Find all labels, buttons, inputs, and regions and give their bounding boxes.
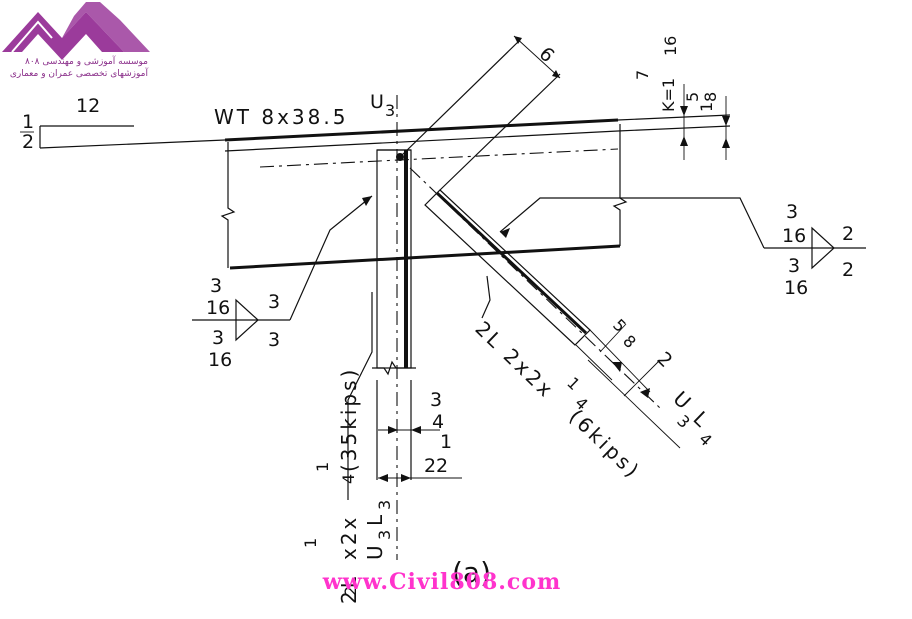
right-weld-top-den: 16	[782, 225, 806, 247]
right-weld-top-len: 2	[842, 223, 854, 245]
diag-edge-den: 8	[619, 331, 640, 352]
vertical-q-den: 4	[339, 474, 358, 484]
u3l4-label: U	[669, 386, 698, 416]
right-weld-bot-num: 3	[788, 255, 800, 277]
vert-edge-den: 4	[432, 411, 444, 433]
diag-two: 2	[653, 348, 677, 372]
vertical-q-num: 1	[313, 462, 332, 472]
vertical-frac-den: 2	[341, 586, 360, 596]
k-value-label: K=1	[659, 78, 678, 112]
slope-run: 2	[22, 131, 34, 153]
right-weld-bot-den: 16	[784, 277, 808, 299]
left-weld-top-num: 3	[210, 275, 222, 297]
vertical-member	[372, 95, 416, 560]
chord-member-label: WT 8x38.5	[214, 105, 348, 129]
u3l3-L: L	[363, 512, 387, 526]
right-weld-top-num: 3	[786, 201, 798, 223]
slope-indicator: 1 2 12	[20, 95, 134, 153]
left-weld-top-den: 16	[206, 297, 230, 319]
right-weld-bot-len: 2	[842, 259, 854, 281]
u3-sub: 3	[385, 101, 395, 120]
u3-label: U	[370, 91, 384, 113]
vertical-member-dims: 3 4 1 2 2 U 3 L 3	[363, 389, 462, 560]
u3l3-sub1: 3	[375, 530, 394, 540]
logo-line-2: آموزشهای تخصصی عمران و معماری	[10, 67, 149, 79]
k-den: 16	[661, 36, 680, 56]
left-weld-bot-num: 3	[212, 327, 224, 349]
slope-twelve: 12	[76, 95, 100, 117]
wt-chord	[39, 114, 731, 270]
flange-den: 8	[701, 92, 720, 102]
figure-caption: (a)	[452, 556, 491, 589]
k-num: 7	[633, 70, 652, 80]
diag-edge-num: 5	[609, 315, 630, 336]
vertical-rest-label: x2x	[337, 515, 361, 560]
left-weld-top-len: 3	[268, 291, 280, 313]
institute-logo: موسسه آموزشی و مهندسی ۸۰۸ آموزشهای تخصصی…	[2, 2, 150, 79]
logo-line-1: موسسه آموزشی و مهندسی ۸۰۸	[25, 55, 148, 67]
flange-whole: 1	[697, 102, 716, 112]
flange-num: 5	[683, 92, 702, 102]
diagonal-member	[409, 167, 661, 409]
u3l3-sub2: 3	[375, 500, 394, 510]
vertical-member-label: (35kips) x2x 1 4 1 2 2L	[301, 292, 373, 604]
left-weld-bot-len: 3	[268, 329, 280, 351]
diagonal-member-text: 2L 2x2x	[471, 316, 560, 403]
vert-width-num: 1	[440, 431, 452, 453]
diagonal-frac-num: 1	[563, 373, 584, 394]
vert-width-den: 2	[436, 455, 448, 477]
vertical-load-label: (35kips)	[337, 367, 361, 472]
slope-rise: 1	[22, 111, 34, 133]
left-weld-bot-den: 16	[208, 349, 232, 371]
vertical-2l-label: 2L	[337, 574, 361, 604]
u3l3-label: U	[363, 542, 387, 560]
vert-edge-num: 3	[430, 389, 442, 411]
right-weld-symbol: 3 16 2 3 16 2	[499, 197, 866, 299]
vert-width-whole: 2	[424, 455, 436, 477]
u3l4-L: L	[689, 406, 716, 433]
diagonal-load-text: (6kips)	[565, 404, 646, 484]
watermark-url: www.Civil808.com	[322, 569, 562, 595]
k-dimension: K=1 7 16 1 5 8	[633, 36, 730, 160]
six-label: 6	[535, 43, 559, 67]
left-weld-symbol: 3 16 3 3 16 3	[192, 195, 373, 371]
vertical-frac-num: 1	[301, 538, 320, 548]
dimension-six: 6	[399, 35, 561, 191]
